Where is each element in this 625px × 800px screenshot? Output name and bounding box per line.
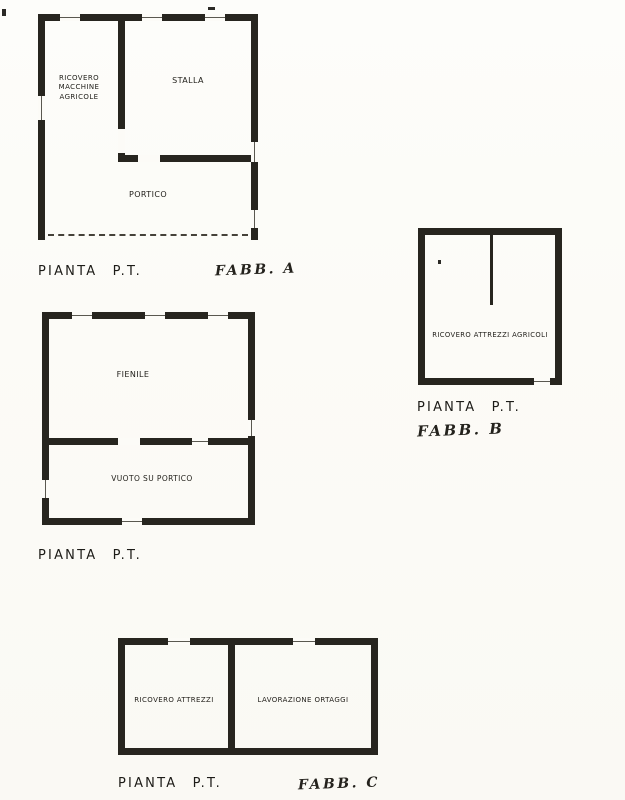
window-gap (168, 638, 190, 645)
room-label-ricovero-attrezzi-agricoli: RICOVERO ATTREZZI AGRICOLI (432, 331, 548, 339)
wall-bottom (418, 378, 562, 385)
wall-right (371, 638, 378, 755)
room-label-ricovero-macchine: RICOVERO MACCHINE AGRICOLE (58, 74, 100, 101)
portico-open-edge (48, 234, 248, 236)
door-gap (138, 155, 160, 162)
door-gap (118, 129, 125, 153)
window-gap (42, 480, 49, 498)
wall-right (248, 312, 255, 525)
window-gap (251, 210, 258, 228)
window-gap (208, 312, 228, 319)
window-gap (72, 312, 92, 319)
wall-interior-vertical (228, 638, 235, 755)
wall-interior-vertical (118, 14, 125, 162)
scan-speck (2, 9, 6, 16)
caption-pianta-a: PIANTA P.T. (38, 264, 142, 279)
window-gap (251, 142, 258, 162)
caption-pianta-b: PIANTA P.T. (417, 400, 521, 415)
wall-right (555, 228, 562, 385)
window-gap (142, 14, 162, 21)
caption-pianta-d: PIANTA P.T. (118, 776, 222, 791)
room-label-fienile: FIENILE (116, 370, 150, 379)
caption-fabb-b: FABB. B (416, 419, 505, 441)
wall-top (418, 228, 562, 235)
window-gap (205, 14, 225, 21)
plan-fabb-b: RICOVERO ATTREZZI AGRICOLI (418, 228, 562, 385)
room-label-vuoto-su-portico: VUOTO SU PORTICO (111, 474, 193, 483)
window-gap (192, 438, 208, 445)
door-gap (118, 438, 140, 445)
plan-fienile: FIENILE VUOTO SU PORTICO (42, 312, 255, 525)
wall-interior-stub (490, 235, 493, 305)
window-gap (534, 378, 550, 385)
room-label-lavorazione-ortaggi: LAVORAZIONE ORTAGGI (257, 696, 349, 704)
plan-fabb-a: RICOVERO MACCHINE AGRICOLE STALLA PORTIC… (38, 14, 258, 240)
scan-speck (208, 7, 215, 10)
window-gap (145, 312, 165, 319)
wall-left (38, 14, 45, 240)
wall-stalla-bottom (118, 155, 258, 162)
window-gap (293, 638, 315, 645)
scan-speck (438, 260, 441, 264)
room-label-portico: PORTICO (128, 190, 168, 199)
wall-left (42, 312, 49, 525)
wall-bottom (118, 748, 378, 755)
caption-fabb-a: FABB. A (214, 260, 298, 280)
wall-interior-horizontal (42, 438, 255, 445)
window-gap (60, 14, 80, 21)
wall-top (118, 638, 378, 645)
room-label-stalla: STALLA (172, 76, 204, 85)
caption-fabb-c: FABB. C (297, 774, 381, 794)
window-gap (248, 420, 255, 436)
wall-bottom (42, 518, 255, 525)
door-gap (38, 96, 45, 120)
room-label-ricovero-attrezzi: RICOVERO ATTREZZI (134, 696, 214, 704)
wall-left (418, 228, 425, 385)
caption-pianta-c: PIANTA P.T. (38, 548, 142, 563)
wall-right (251, 14, 258, 240)
plan-fabb-c: RICOVERO ATTREZZI LAVORAZIONE ORTAGGI (118, 638, 378, 755)
window-gap (122, 518, 142, 525)
wall-left (118, 638, 125, 755)
